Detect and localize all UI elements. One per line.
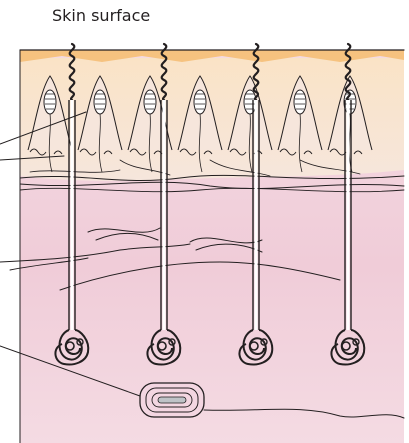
pacinian-corpuscle: [140, 383, 204, 417]
